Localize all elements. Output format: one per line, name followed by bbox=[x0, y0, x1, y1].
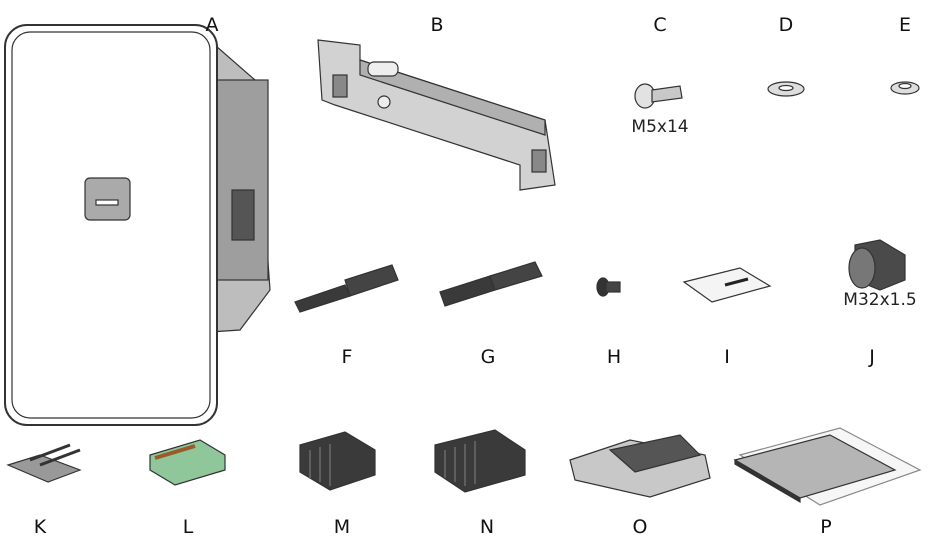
label-i: I bbox=[724, 346, 730, 368]
inverter-illustration bbox=[4, 24, 271, 426]
label-f: F bbox=[341, 346, 353, 368]
cable-gland-illustration bbox=[848, 239, 906, 291]
caption-c: M5x14 bbox=[631, 117, 689, 137]
black-terminal-block-6pin-illustration bbox=[434, 429, 526, 493]
label-j: J bbox=[869, 346, 875, 368]
label-n: N bbox=[479, 516, 495, 538]
washer-illustration bbox=[767, 81, 805, 97]
label-p: P bbox=[820, 516, 832, 538]
label-h: H bbox=[606, 346, 622, 368]
dc-socket-connector-illustration bbox=[439, 261, 543, 307]
label-l: L bbox=[182, 516, 194, 538]
label-a: A bbox=[205, 14, 219, 36]
dc-plug-connector-illustration bbox=[294, 264, 399, 313]
label-k: K bbox=[33, 516, 47, 538]
caption-j: M32x1.5 bbox=[843, 290, 917, 310]
ferrite-illustration bbox=[569, 434, 711, 498]
documentation-illustration bbox=[733, 427, 922, 506]
label-b: B bbox=[430, 14, 444, 36]
label-d: D bbox=[778, 14, 794, 36]
spring-washer-illustration bbox=[890, 81, 920, 95]
label-m: M bbox=[333, 516, 351, 538]
label-g: G bbox=[480, 346, 496, 368]
supplementary-sheet-illustration bbox=[682, 267, 772, 303]
screw-illustration bbox=[634, 83, 683, 109]
green-terminal-block-illustration bbox=[149, 439, 226, 486]
sealing-plug-illustration bbox=[596, 277, 621, 297]
label-c: C bbox=[653, 14, 667, 36]
label-o: O bbox=[632, 516, 648, 538]
jumper-illustration bbox=[6, 443, 82, 483]
wall-bracket-illustration bbox=[317, 39, 556, 191]
label-e: E bbox=[898, 14, 912, 36]
black-terminal-block-4pin-illustration bbox=[299, 431, 376, 491]
